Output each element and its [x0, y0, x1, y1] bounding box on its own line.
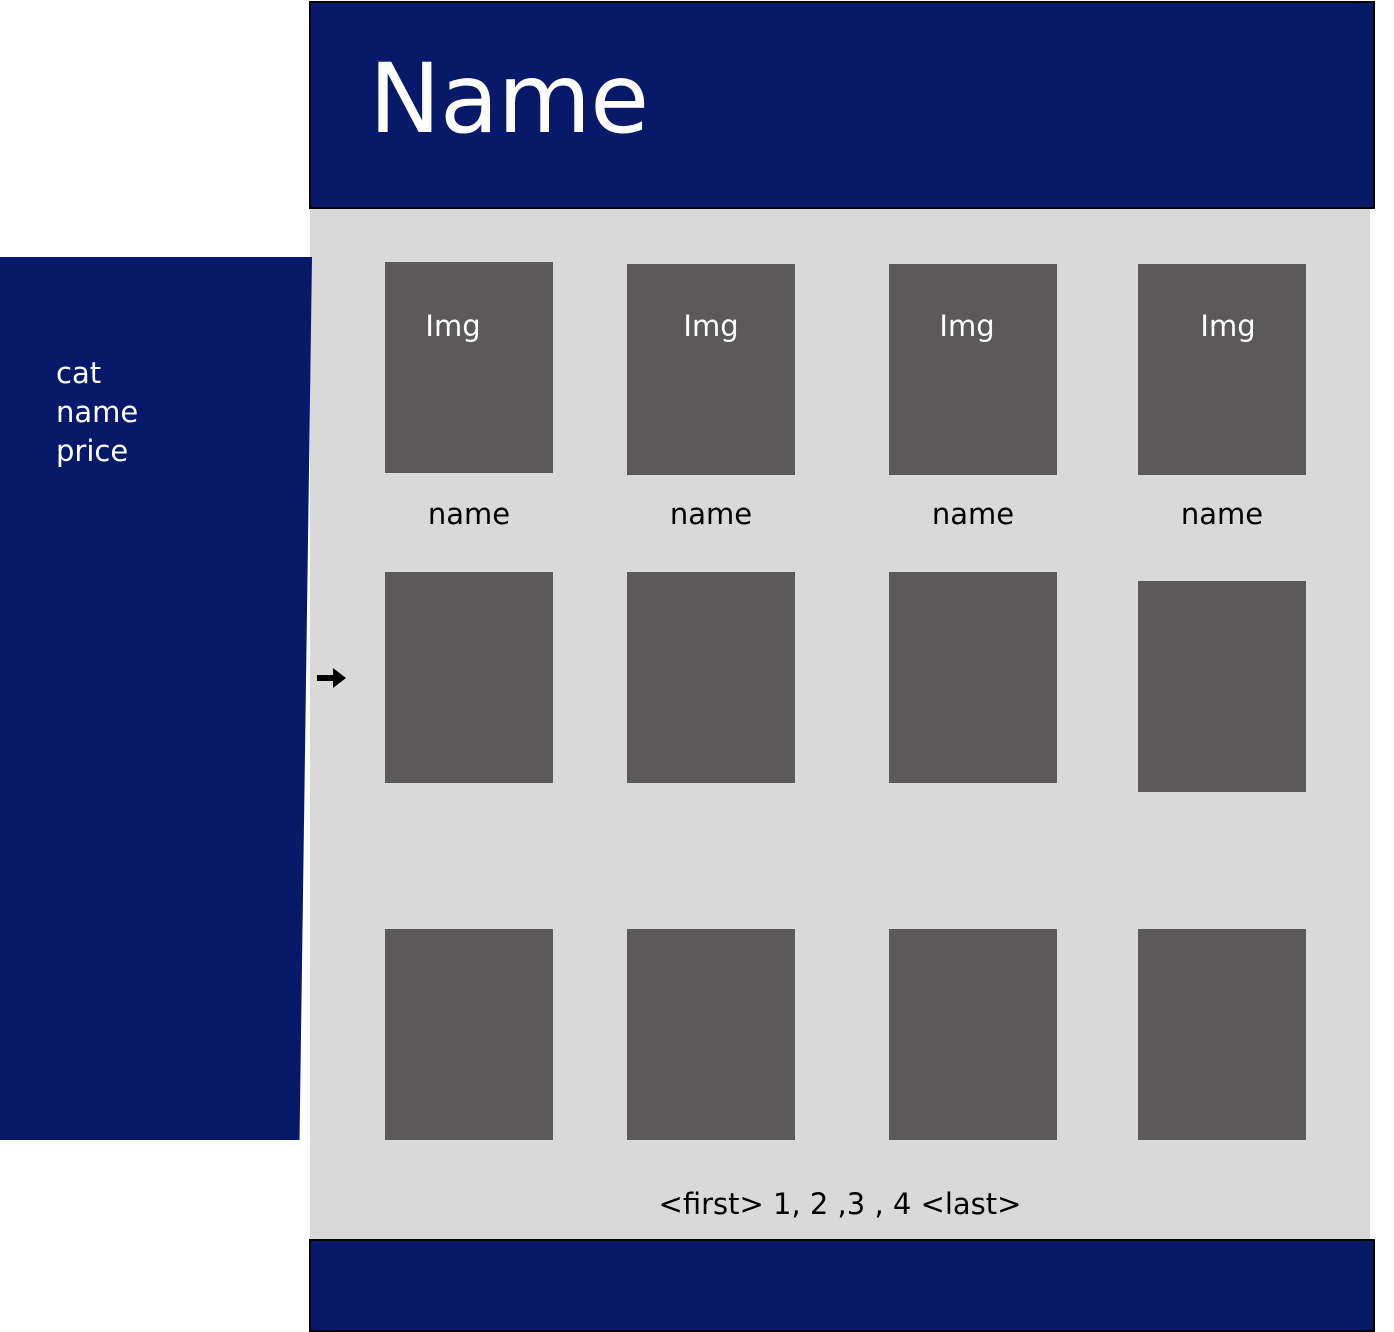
- sidebar-item-price[interactable]: price: [56, 434, 129, 468]
- sidebar-item-name[interactable]: name: [56, 395, 139, 429]
- sidebar-item-cat[interactable]: cat: [56, 356, 102, 390]
- sidebar-filter-panel: cat name price: [0, 257, 312, 1140]
- product-name-4[interactable]: name: [1180, 497, 1264, 531]
- product-image-2[interactable]: Img: [627, 264, 795, 475]
- product-image-8[interactable]: [1138, 581, 1306, 792]
- footer: [309, 1239, 1375, 1332]
- page-title: Name: [369, 43, 649, 155]
- arrow-right-icon[interactable]: [315, 663, 349, 693]
- product-name-1[interactable]: name: [427, 497, 511, 531]
- product-image-4[interactable]: Img: [1138, 264, 1306, 475]
- image-placeholder-label: Img: [683, 309, 739, 343]
- product-image-1[interactable]: Img: [385, 262, 553, 473]
- product-name-2[interactable]: name: [669, 497, 753, 531]
- product-image-11[interactable]: [889, 929, 1057, 1140]
- product-image-3[interactable]: Img: [889, 264, 1057, 475]
- image-placeholder-label: Img: [1200, 309, 1256, 343]
- header: Name: [309, 1, 1375, 209]
- product-image-5[interactable]: [385, 572, 553, 783]
- product-image-7[interactable]: [889, 572, 1057, 783]
- product-image-6[interactable]: [627, 572, 795, 783]
- product-image-10[interactable]: [627, 929, 795, 1140]
- image-placeholder-label: Img: [939, 309, 995, 343]
- product-image-9[interactable]: [385, 929, 553, 1140]
- product-image-12[interactable]: [1138, 929, 1306, 1140]
- image-placeholder-label: Img: [425, 309, 481, 343]
- sidebar-list: cat name price: [56, 354, 138, 471]
- pagination[interactable]: <first> 1, 2 ,3 , 4 <last>: [658, 1187, 1022, 1221]
- product-name-3[interactable]: name: [931, 497, 1015, 531]
